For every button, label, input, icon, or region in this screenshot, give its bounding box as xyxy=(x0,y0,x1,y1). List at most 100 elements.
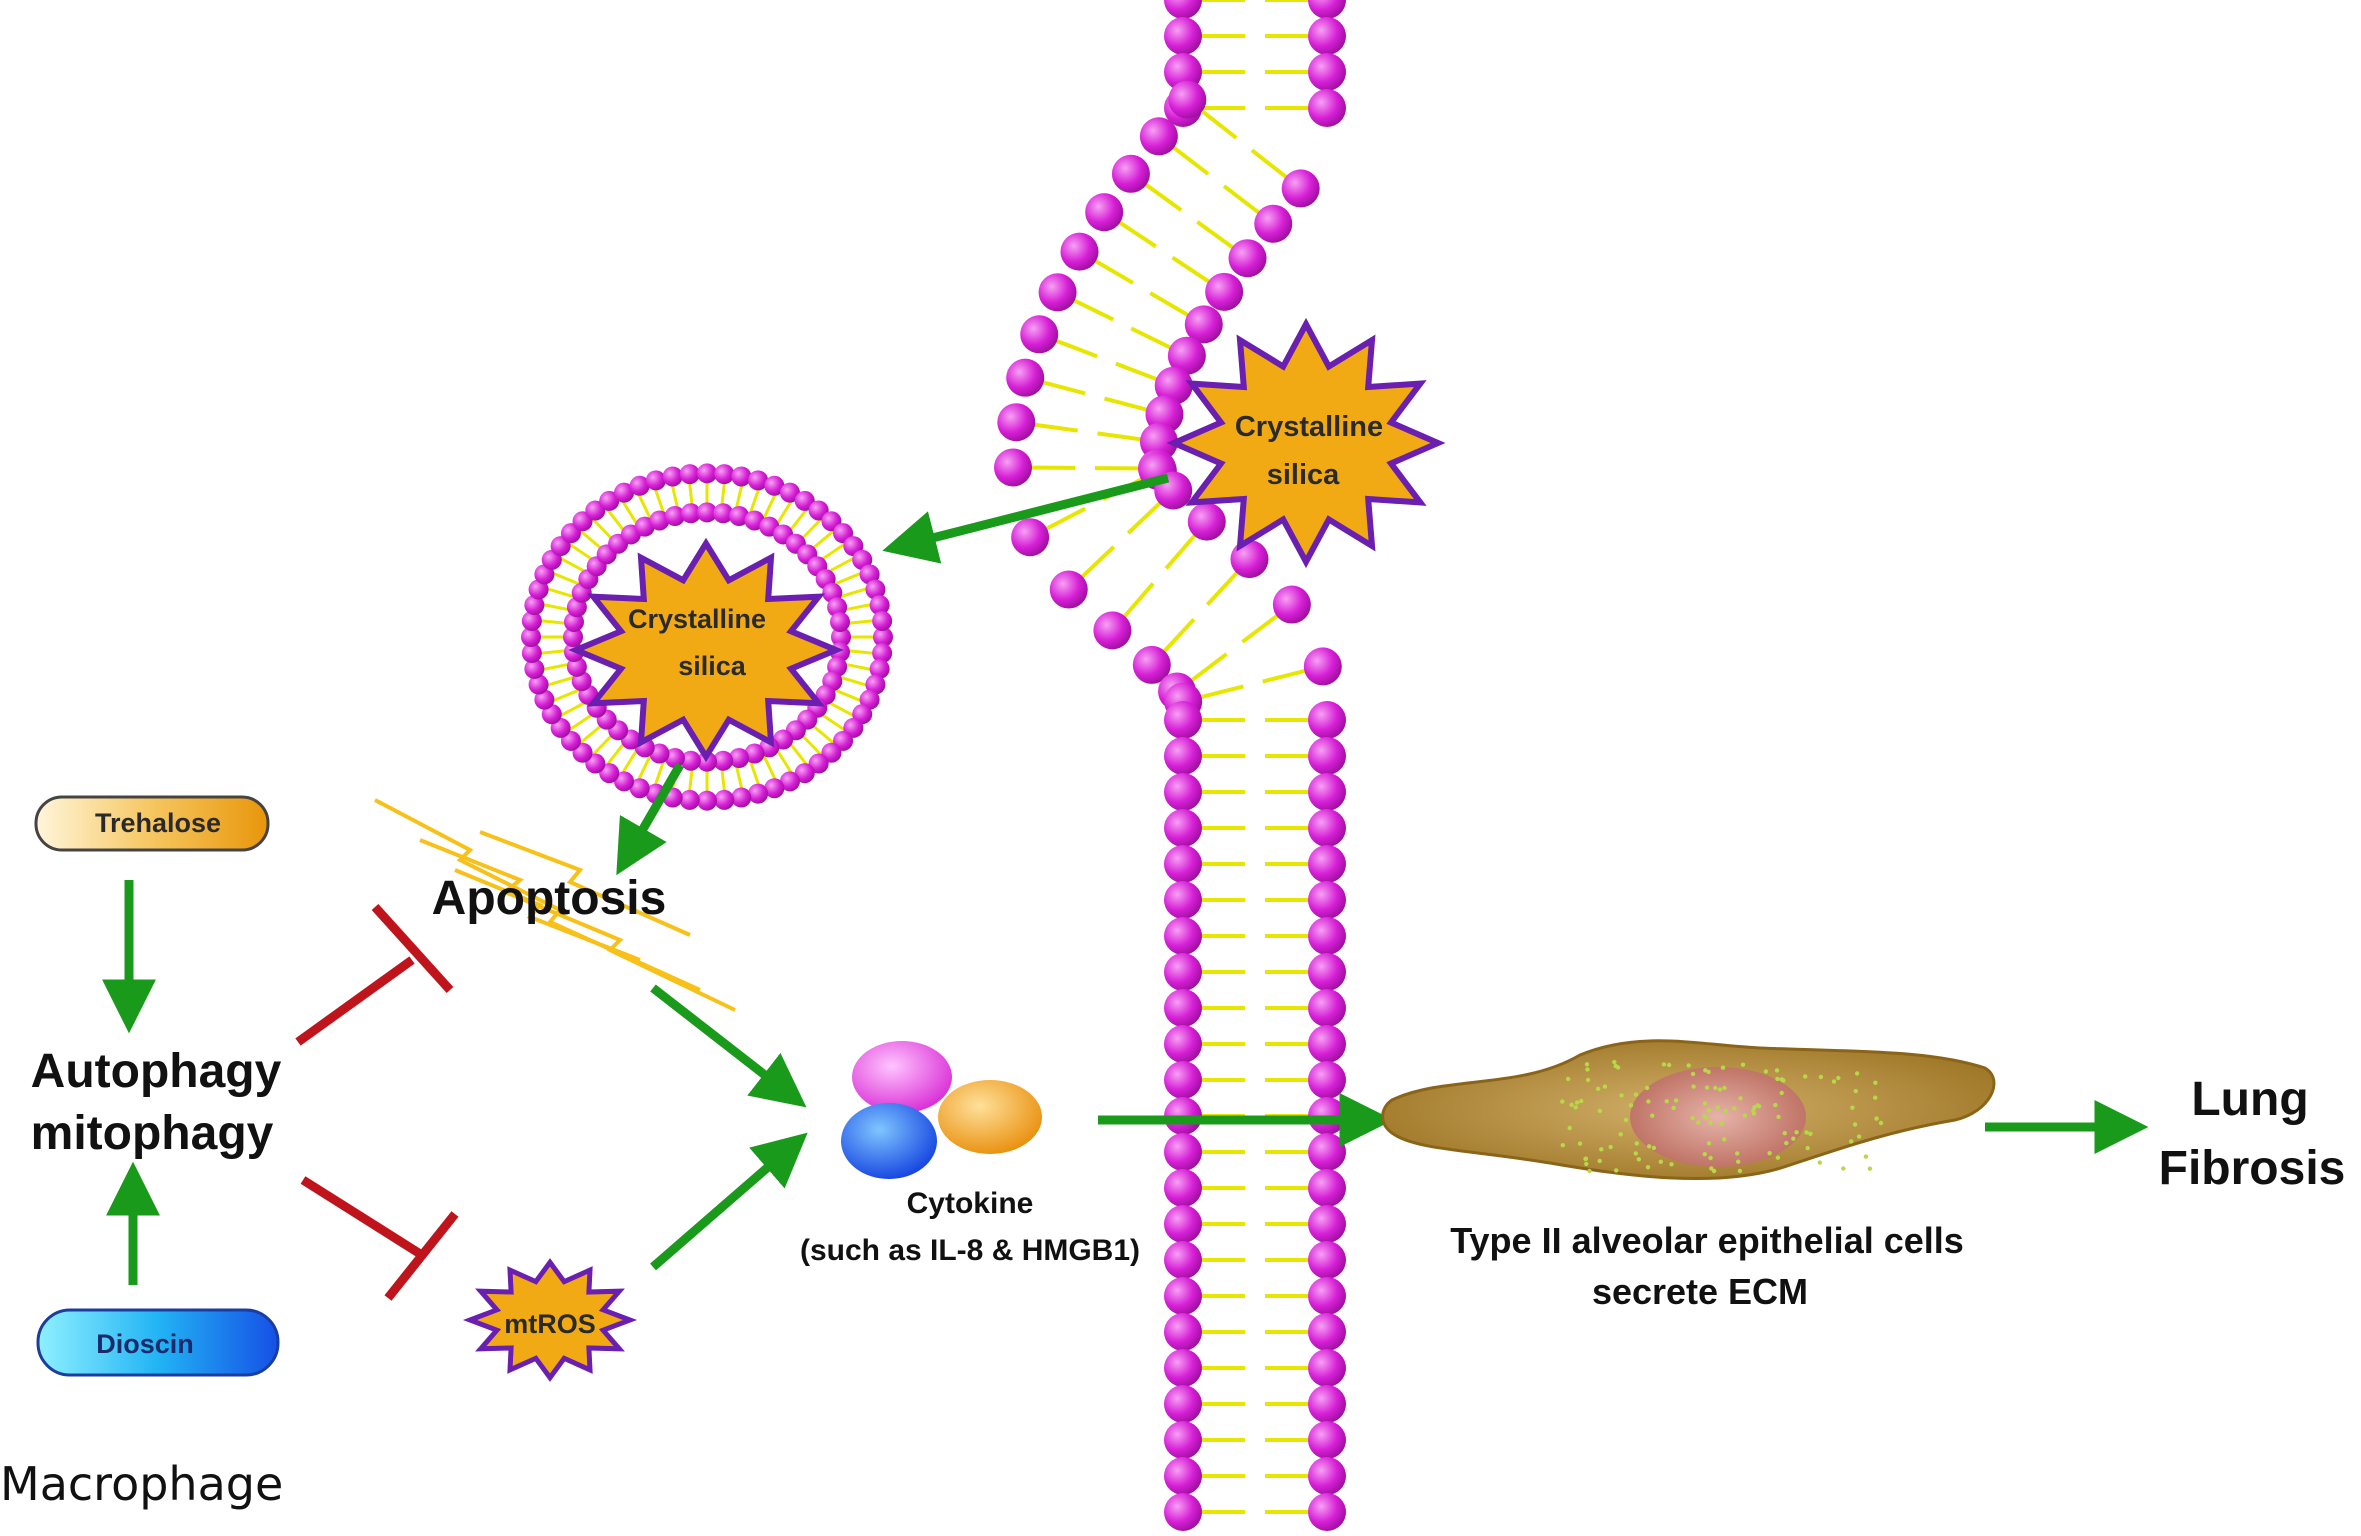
lipid-head xyxy=(1085,193,1124,232)
vesicle-lipid-head xyxy=(649,510,670,531)
ecm-granule xyxy=(1781,1078,1786,1083)
apoptosis-label: Apoptosis xyxy=(432,872,667,925)
ecm-granule xyxy=(1794,1130,1799,1135)
vesicle-lipid-tail xyxy=(761,491,778,521)
ecm-granule xyxy=(1646,1099,1651,1104)
vesicle-lipid-tail xyxy=(653,758,666,788)
fibrosis-label-line1: Lung xyxy=(2191,1073,2308,1126)
apoptosis-flash xyxy=(374,798,736,1012)
ecm-granule xyxy=(1717,1087,1723,1092)
cytokine-label-line2: (such as IL-8 & HMGB1) xyxy=(800,1234,1140,1267)
cell-nucleus xyxy=(1630,1067,1806,1167)
lipid-head xyxy=(1308,845,1346,883)
ecm-granule xyxy=(1808,1131,1813,1137)
ecm-granule xyxy=(1854,1071,1860,1076)
lipid-head xyxy=(1164,701,1202,739)
ecm-granule xyxy=(1805,1145,1810,1151)
ecm-granule xyxy=(1711,1168,1717,1174)
lipid-head xyxy=(1164,845,1202,883)
vesicle-lipid-head xyxy=(679,789,700,810)
ecm-granule xyxy=(1715,1105,1721,1110)
vesicle-lipid-tail xyxy=(540,662,573,672)
ecm-granule xyxy=(1584,1161,1589,1167)
ecm-granule xyxy=(1776,1114,1781,1120)
vesicle-lipid-head xyxy=(629,475,650,496)
vesicle-lipid-tail xyxy=(653,486,666,516)
vesicle-lipid-head xyxy=(827,597,848,618)
lipid-head xyxy=(1164,773,1202,811)
ecm-granule xyxy=(1708,1155,1713,1161)
lipid-head xyxy=(1020,315,1059,354)
lipid-head xyxy=(1132,645,1171,684)
vesicle-lipid-head xyxy=(714,789,735,810)
lipid-head xyxy=(1164,917,1202,955)
lipid-head xyxy=(1308,701,1346,739)
ecm-granule xyxy=(1569,1102,1574,1108)
vesicle-lipid-head xyxy=(629,778,650,799)
lipid-head xyxy=(1164,1349,1202,1387)
lipid-head xyxy=(1308,773,1346,811)
vesicle-lipid-head xyxy=(524,595,545,616)
lipid-head xyxy=(1038,273,1077,312)
ecm-granule xyxy=(1784,1140,1789,1146)
ecm-granule xyxy=(1567,1125,1572,1131)
lipid-head xyxy=(1308,1025,1346,1063)
vesicle-lipid-tail xyxy=(551,687,582,703)
ecm-granule xyxy=(1647,1144,1652,1149)
ecm-granule xyxy=(1577,1141,1583,1146)
ecm-granule xyxy=(1722,1085,1727,1091)
vesicle-lipid-tail xyxy=(832,687,863,703)
lipid-head xyxy=(1011,518,1050,557)
vesicle-lipid-head xyxy=(731,466,752,487)
ecm-granule xyxy=(1873,1080,1878,1086)
ecm-granule xyxy=(1782,1131,1787,1136)
vesicle-lipid-head xyxy=(521,643,542,664)
ecm-granule xyxy=(1691,1084,1696,1089)
ecm-granule xyxy=(1651,1145,1657,1151)
ecm-granule xyxy=(1878,1120,1884,1126)
vesicle-lipid-tail xyxy=(620,747,640,775)
vesicle-lipid-tail xyxy=(774,499,794,527)
ecm-granule xyxy=(1763,1069,1769,1074)
vesicle-lipid-head xyxy=(679,464,700,485)
vesicle-lipid-tail xyxy=(551,571,582,587)
ecm-granule xyxy=(1671,1105,1676,1111)
ecm-granule xyxy=(1597,1158,1602,1164)
vesicle-lipid-tail xyxy=(841,662,874,672)
apoptosis-streak xyxy=(479,830,691,937)
lipid-head xyxy=(1308,1277,1346,1315)
vesicle-lipid-head xyxy=(713,750,734,771)
lipid-head xyxy=(1164,1421,1202,1459)
cell-label-line1: Type II alveolar epithelial cells xyxy=(1450,1220,1964,1261)
ecm-granule xyxy=(1573,1105,1578,1110)
lipid-head xyxy=(1308,1205,1346,1243)
ecm-granules xyxy=(1560,1059,1884,1174)
ecm-granule xyxy=(1599,1147,1604,1152)
ecm-granule xyxy=(1623,1117,1629,1123)
lipid-head xyxy=(1049,570,1088,609)
ecm-granule xyxy=(1585,1077,1591,1083)
lipid-head xyxy=(1308,53,1346,91)
ecm-granule xyxy=(1612,1059,1617,1065)
ecm-granule xyxy=(1644,1085,1650,1091)
ecm-granule xyxy=(1706,1069,1711,1075)
vesicle-lipid-head xyxy=(748,470,769,491)
ecm-granule xyxy=(1817,1160,1823,1165)
vesicle-lipid-tail xyxy=(544,675,577,688)
lipid-head xyxy=(1308,917,1346,955)
ecm-granule xyxy=(1702,1101,1708,1106)
vesicle-lipid-tail xyxy=(748,758,761,788)
cytokine-blue-sphere xyxy=(841,1103,937,1179)
vesicle-lipid-head xyxy=(744,743,765,764)
vesicle-lipid-tail xyxy=(748,486,761,516)
vesicle-lipid-head xyxy=(528,674,549,695)
trehalose-pill xyxy=(34,795,270,852)
ecm-granule xyxy=(1775,1155,1781,1160)
vesicle-lipid-head xyxy=(645,470,666,491)
ecm-granule xyxy=(1740,1062,1746,1067)
lipid-head xyxy=(1164,953,1202,991)
lipid-head xyxy=(1164,989,1202,1027)
lipid-head xyxy=(1230,540,1269,579)
ecm-granule xyxy=(1767,1151,1772,1156)
lipid-head xyxy=(1167,336,1206,375)
